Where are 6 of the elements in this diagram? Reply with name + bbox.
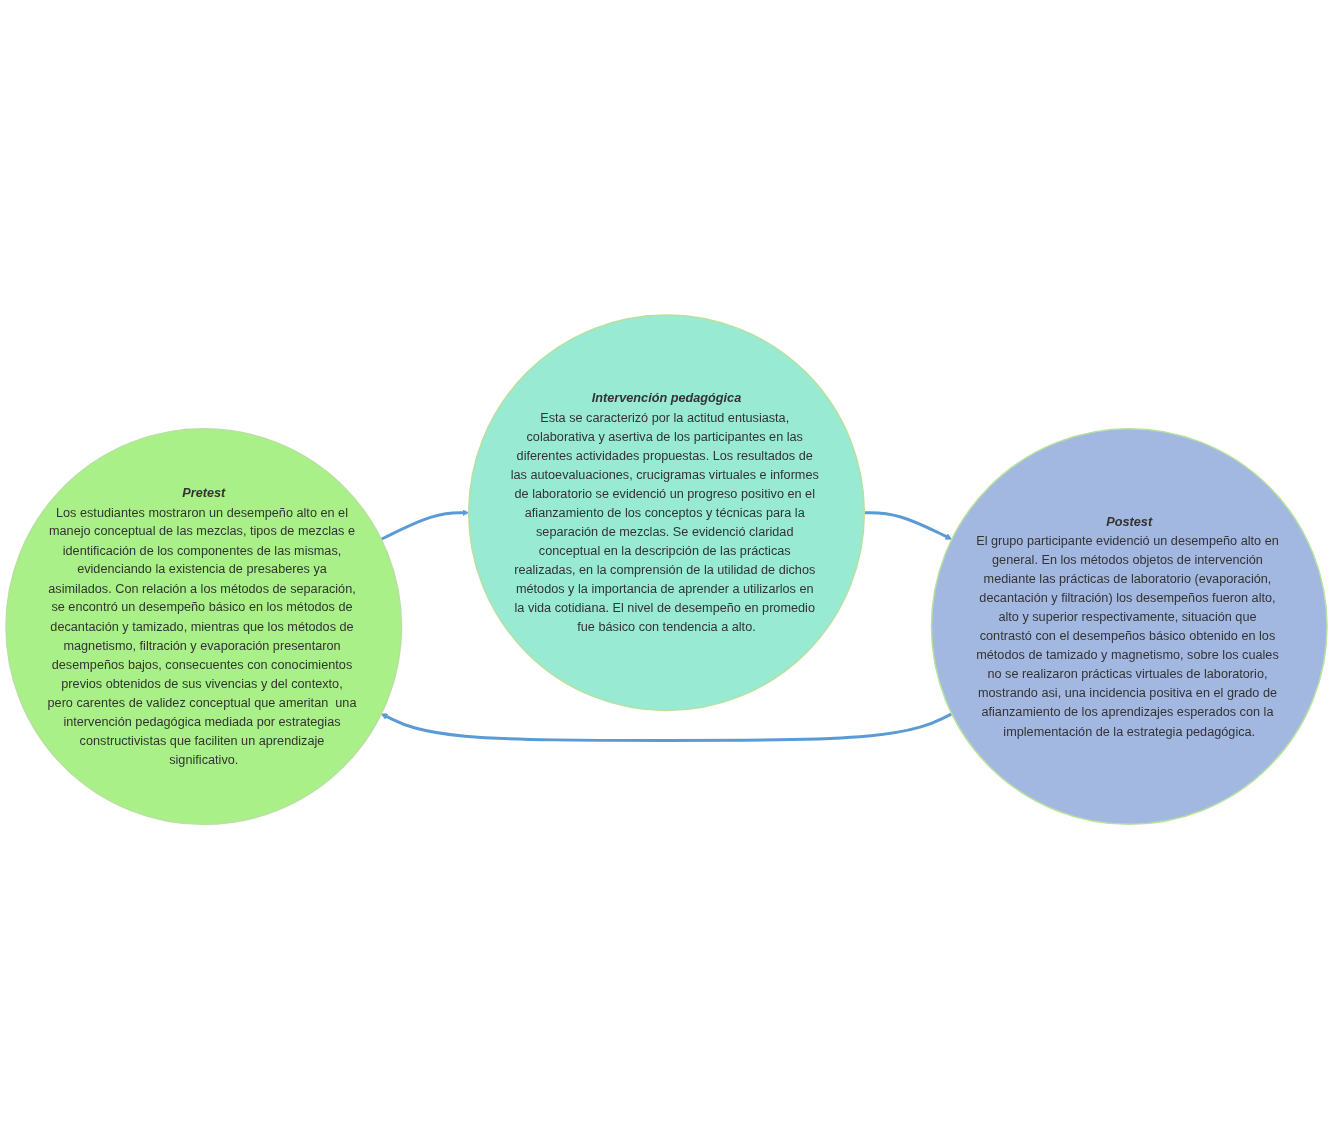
arrow bbox=[380, 712, 953, 742]
node-circle: Postest El grupo participante evidenció un desempeño alto en general. En los métodos objetos de intervención mediante las prácticas de laboratorio (evaporación, decantación y filtración) los desempeños fueron alto, alto y superior respectivamente, situación que contrastó con el desempeños básico obtenido en los métodos de tamizado y magnetismo, sobre los cuales no se realizaron prácticas virtuales de laboratorio, mostrando asi, una incidencia positiva en el grado de afianzamiento de los aprendizajes esperados con la implementación de la estrategia pedagógica. bbox=[930, 427, 1328, 825]
node-circle: Intervención pedagógica Esta se caracterizó por la actitud entusiasta, colaborativa y asertiva de los participantes en las diferentes actividades propuestas. Los resultados de las autoevaluaciones, crucigramas virtuales e informes de laboratorio se evidenció un progreso positivo en el afianzamiento de los conceptos y técnicas para la separación de mezclas. Se evidenció claridad conceptual en la descripción de las prácticas realizadas, en la comprensión de la utilidad de dichos métodos y la importancia de aprender a utilizarlos en la vida cotidiana. El nivel de desempeño en promedio fue básico con tendencia a alto. bbox=[467, 314, 866, 712]
node-circle: Pretest Los estudiantes mostraron un desempeño alto en el manejo conceptual de las mezclas, tipos de mezclas e identificación de los componentes de las mismas, evidenciando la existencia de presaberes ya asimilados. Con relación a los métodos de separación, se encontró un desempeño básico en los métodos de decantación y tamizado, mientras que los métodos de magnetismo, filtración y evaporación presentaron desempeños bajos, consecuentes con conocimientos previos obtenidos de sus vivencias y del contexto, pero carentes de validez conceptual que ameritan una intervención pedagógica mediada por estrategias constructivistas que faciliten un aprendizaje significativo. bbox=[5, 427, 403, 825]
arrow bbox=[864, 511, 953, 540]
arrow bbox=[380, 509, 469, 541]
